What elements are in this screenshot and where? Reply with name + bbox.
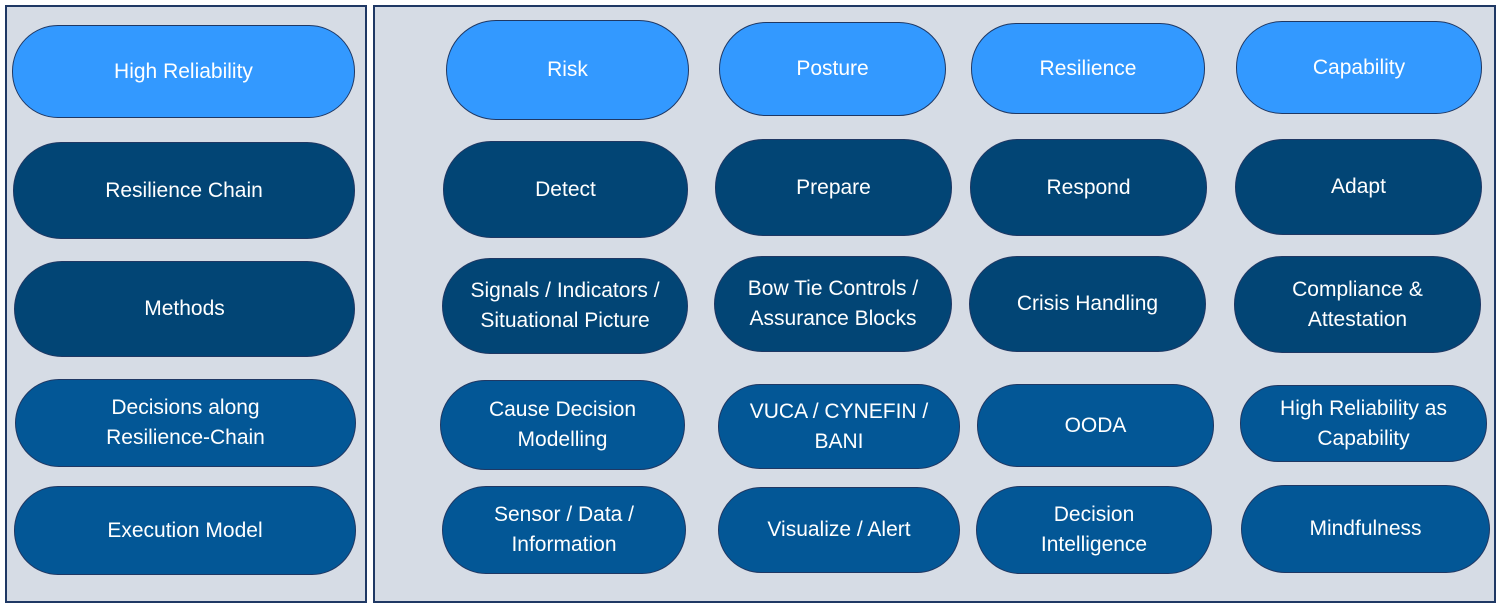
pill-label: Adapt	[1331, 175, 1386, 198]
chain-adapt-pill: Adapt	[1235, 139, 1482, 235]
pill-label: Detect	[535, 177, 596, 201]
pill-label: OODA	[1064, 413, 1127, 437]
header-capability-pill: Capability	[1236, 21, 1482, 114]
method-signals-pill: Signals / Indicators /Situational Pictur…	[442, 258, 688, 354]
pill-label: High Reliability	[114, 59, 253, 83]
method-compliance-pill: Compliance &Attestation	[1234, 256, 1481, 353]
decision-ooda-pill: OODA	[977, 384, 1214, 467]
header-resilience-pill: Resilience	[971, 23, 1205, 114]
execution-visualize-pill: Visualize / Alert	[718, 487, 960, 573]
execution-mindfulness-pill: Mindfulness	[1241, 485, 1490, 573]
left-methods-pill: Methods	[14, 261, 355, 357]
pill-label: Prepare	[796, 175, 871, 199]
pill-label: Compliance &Attestation	[1292, 277, 1423, 331]
pill-label: Execution Model	[107, 518, 263, 542]
pill-label: Resilience	[1039, 56, 1137, 80]
pill-label: Risk	[547, 58, 588, 81]
pill-label: Mindfulness	[1309, 517, 1422, 540]
decision-vuca-pill: VUCA / CYNEFIN /BANI	[718, 384, 960, 469]
header-posture-pill: Posture	[719, 22, 946, 116]
pill-label: Visualize / Alert	[767, 518, 911, 541]
pill-label: Resilience Chain	[105, 178, 263, 202]
pill-label: Posture	[796, 57, 869, 80]
pill-label: Crisis Handling	[1016, 292, 1159, 315]
pill-label: Sensor / Data /Information	[493, 503, 635, 556]
execution-sensor-pill: Sensor / Data /Information	[442, 486, 686, 574]
pill-label: VUCA / CYNEFIN /BANI	[749, 399, 929, 453]
header-risk-pill: Risk	[446, 20, 689, 120]
method-bowtie-pill: Bow Tie Controls /Assurance Blocks	[714, 256, 952, 352]
chain-detect-pill: Detect	[443, 141, 688, 238]
pill-label: Methods	[144, 297, 225, 320]
left-execution-model-pill: Execution Model	[14, 486, 356, 575]
pill-label: Signals / Indicators /Situational Pictur…	[470, 279, 660, 332]
chain-prepare-pill: Prepare	[715, 139, 952, 236]
left-resilience-chain-pill: Resilience Chain	[13, 142, 355, 239]
chain-respond-pill: Respond	[970, 139, 1207, 236]
pill-label: Capability	[1312, 55, 1406, 79]
pill-label: Respond	[1046, 175, 1131, 199]
left-high-reliability-pill: High Reliability	[12, 25, 355, 118]
method-crisis-handling-pill: Crisis Handling	[969, 256, 1206, 352]
pill-label: Bow Tie Controls /Assurance Blocks	[747, 277, 919, 330]
